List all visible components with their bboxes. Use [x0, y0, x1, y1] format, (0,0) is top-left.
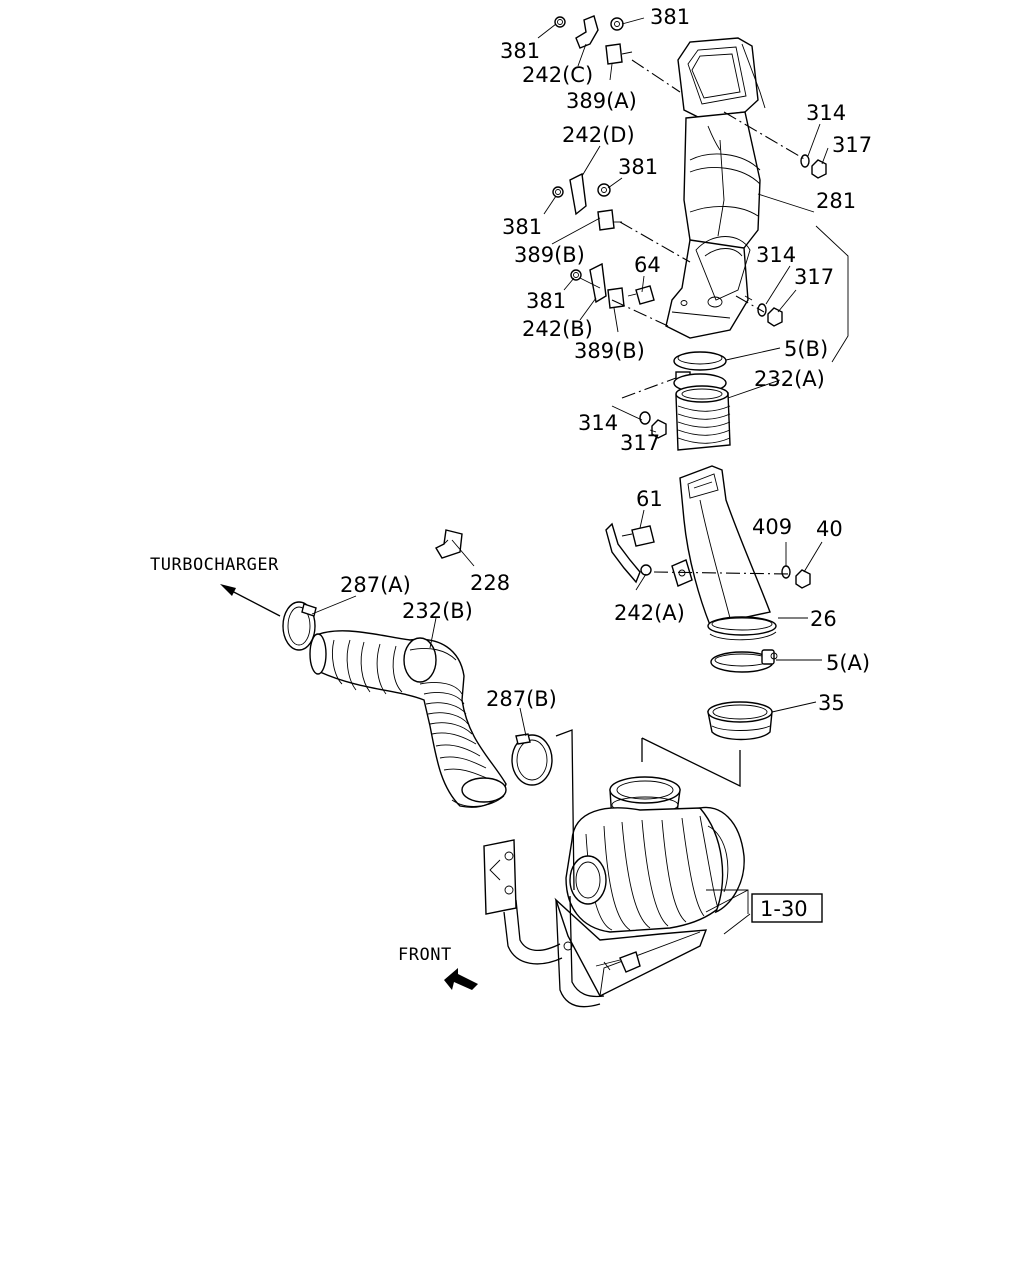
label-1-30: 1-30 [760, 897, 808, 921]
label-381: 381 [618, 155, 658, 179]
label-381: 381 [650, 5, 690, 29]
label-317: 317 [620, 431, 660, 455]
label-409: 409 [752, 515, 792, 539]
label-242a: 242(A) [614, 601, 685, 625]
label-5b: 5(B) [784, 337, 828, 361]
turbocharger-caption: TURBOCHARGER [150, 555, 279, 575]
label-40: 40 [816, 517, 843, 541]
label-242c: 242(C) [522, 63, 593, 87]
label-281: 281 [816, 189, 856, 213]
label-228: 228 [470, 571, 510, 595]
front-arrow [444, 968, 478, 990]
label-389a: 389(A) [566, 89, 637, 113]
clamp-287a [282, 601, 317, 651]
air-cleaner-assembly [483, 776, 745, 1008]
label-35: 35 [818, 691, 845, 715]
turbocharger-arrow [220, 584, 281, 617]
bracket-228 [435, 529, 463, 559]
label-314: 314 [578, 411, 618, 435]
label-389b: 389(B) [574, 339, 645, 363]
label-381: 381 [526, 289, 566, 313]
label-381: 381 [500, 39, 540, 63]
hose-232b [309, 630, 507, 808]
label-232b: 232(B) [402, 599, 473, 623]
clamp-5a [710, 649, 778, 673]
leader-lines [311, 17, 849, 935]
label-242b: 242(B) [522, 317, 593, 341]
label-5a: 5(A) [826, 651, 870, 675]
label-287a: 287(A) [340, 573, 411, 597]
hardware [552, 15, 827, 589]
seal-ring-35 [707, 701, 773, 741]
label-317: 317 [794, 265, 834, 289]
label-232a: 232(A) [754, 367, 825, 391]
assembly-ref-box [751, 893, 823, 923]
label-381: 381 [502, 215, 542, 239]
elbow-duct-26 [671, 465, 777, 641]
hose-232a [675, 385, 731, 451]
label-389b: 389(B) [514, 243, 585, 267]
label-287b: 287(B) [486, 687, 557, 711]
label-26: 26 [810, 607, 837, 631]
upper-air-duct-281 [665, 37, 766, 339]
label-317: 317 [832, 133, 872, 157]
label-314: 314 [806, 101, 846, 125]
label-314: 314 [756, 243, 796, 267]
label-64: 64 [634, 253, 661, 277]
part-labels: 381 381 242(C) 389(A) 314 317 242(D) 381… [340, 5, 872, 921]
label-242d: 242(D) [562, 123, 635, 147]
label-61: 61 [636, 487, 663, 511]
center-lines [579, 59, 807, 575]
clamp-287b [511, 733, 553, 786]
front-caption: FRONT [398, 945, 452, 965]
